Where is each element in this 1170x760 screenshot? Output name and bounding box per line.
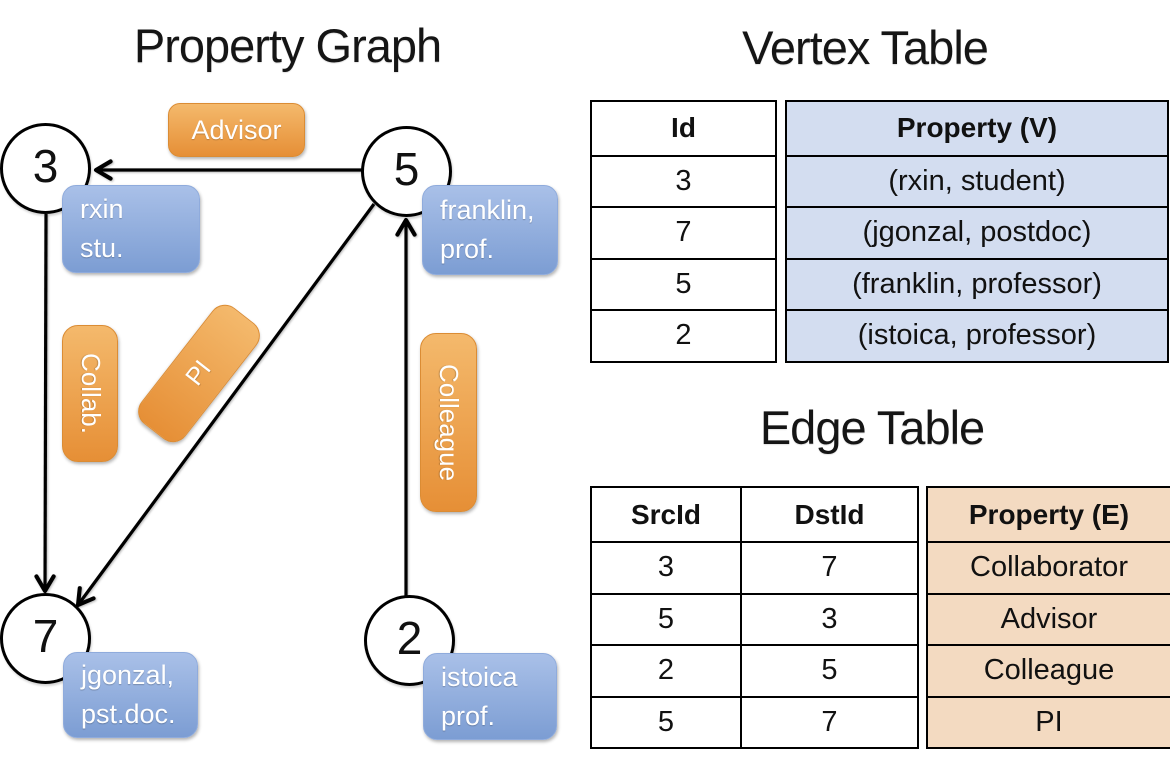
vertex-property-line: istoica xyxy=(441,661,518,692)
table-cell: 5 xyxy=(592,257,775,310)
vertex-property-line: prof. xyxy=(441,700,496,731)
vertex-table-property-column: Property (V) (rxin, student) (jgonzal, p… xyxy=(785,100,1169,363)
table-cell: (franklin, professor) xyxy=(787,257,1167,310)
table-cell: 5 xyxy=(742,644,917,696)
edge-table-srcid-column: SrcId 3 5 2 5 xyxy=(592,488,740,747)
table-cell: Advisor xyxy=(928,592,1170,645)
table-cell: 7 xyxy=(592,206,775,258)
edge-line-pi-5-to-7 xyxy=(75,203,376,608)
vertex-property-line: rxin xyxy=(80,194,124,224)
edge-line-collab-3-to-7 xyxy=(34,213,56,594)
edge-property-box-colleague: Colleague xyxy=(420,333,477,512)
table-cell: (istoica, professor) xyxy=(787,309,1167,361)
table-cell: 3 xyxy=(592,541,740,593)
edge-table-id-columns: SrcId 3 5 2 5 DstId 7 3 5 7 xyxy=(590,486,919,749)
edge-table: SrcId 3 5 2 5 DstId 7 3 5 7 Property (E)… xyxy=(590,486,1170,749)
table-cell: 3 xyxy=(742,592,917,645)
column-header-dstid: DstId xyxy=(794,498,865,530)
vertex-property-line: franklin, xyxy=(440,195,535,225)
table-cell: 5 xyxy=(592,592,740,645)
vertex-property-line: pst.doc. xyxy=(81,699,176,729)
node-id: 3 xyxy=(32,140,59,192)
vertex-property-box-jgonzal: jgonzal, pst.doc. xyxy=(63,652,198,738)
edge-property-text: Advisor xyxy=(191,114,282,145)
graph-node-3: 3 xyxy=(0,123,91,214)
vertex-property-box-istoica: istoica prof. xyxy=(423,653,557,740)
edge-property-box-advisor: Advisor xyxy=(168,103,305,157)
table-cell: PI xyxy=(928,695,1170,748)
edge-property-text: PI xyxy=(180,355,217,392)
vertex-property-box-franklin: franklin, prof. xyxy=(422,185,558,275)
vertex-property-line: stu. xyxy=(80,233,124,263)
table-cell: 3 xyxy=(592,154,775,207)
edge-property-box-collab: Collab. xyxy=(62,325,118,462)
property-graph-title: Property Graph xyxy=(133,19,442,72)
table-cell: Colleague xyxy=(928,644,1170,696)
table-cell: 5 xyxy=(592,695,740,748)
column-header-id: Id xyxy=(671,112,696,144)
column-header-srcid: SrcId xyxy=(630,498,702,530)
table-cell: (jgonzal, postdoc) xyxy=(787,206,1167,258)
node-id: 5 xyxy=(393,143,420,195)
table-cell: 7 xyxy=(742,541,917,593)
edge-table-title: Edge Table xyxy=(759,401,985,454)
table-cell: Collaborator xyxy=(928,541,1170,593)
column-header-property-e: Property (E) xyxy=(968,498,1130,530)
column-header-property-v: Property (V) xyxy=(896,112,1058,144)
table-cell: 2 xyxy=(592,644,740,696)
node-id: 7 xyxy=(32,610,59,662)
node-id: 2 xyxy=(396,612,423,664)
vertex-table-id-column: Id 3 7 5 2 xyxy=(590,100,777,363)
edge-property-text: Collab. xyxy=(75,353,106,434)
vertex-property-line: jgonzal, xyxy=(81,660,175,690)
vertex-table-title: Vertex Table xyxy=(742,21,989,74)
edge-property-text: Colleague xyxy=(434,363,464,482)
vertex-table: Id 3 7 5 2 Property (V) (rxin, student) … xyxy=(590,100,1169,363)
vertex-property-line: prof. xyxy=(440,234,495,264)
table-cell: 2 xyxy=(592,309,775,361)
edge-table-property-column: Property (E) Collaborator Advisor Collea… xyxy=(926,486,1170,749)
edge-table-dstid-column: DstId 7 3 5 7 xyxy=(740,488,917,747)
vertex-property-box-rxin: rxin stu. xyxy=(62,185,200,273)
table-cell: (rxin, student) xyxy=(787,154,1167,207)
table-cell: 7 xyxy=(742,695,917,748)
